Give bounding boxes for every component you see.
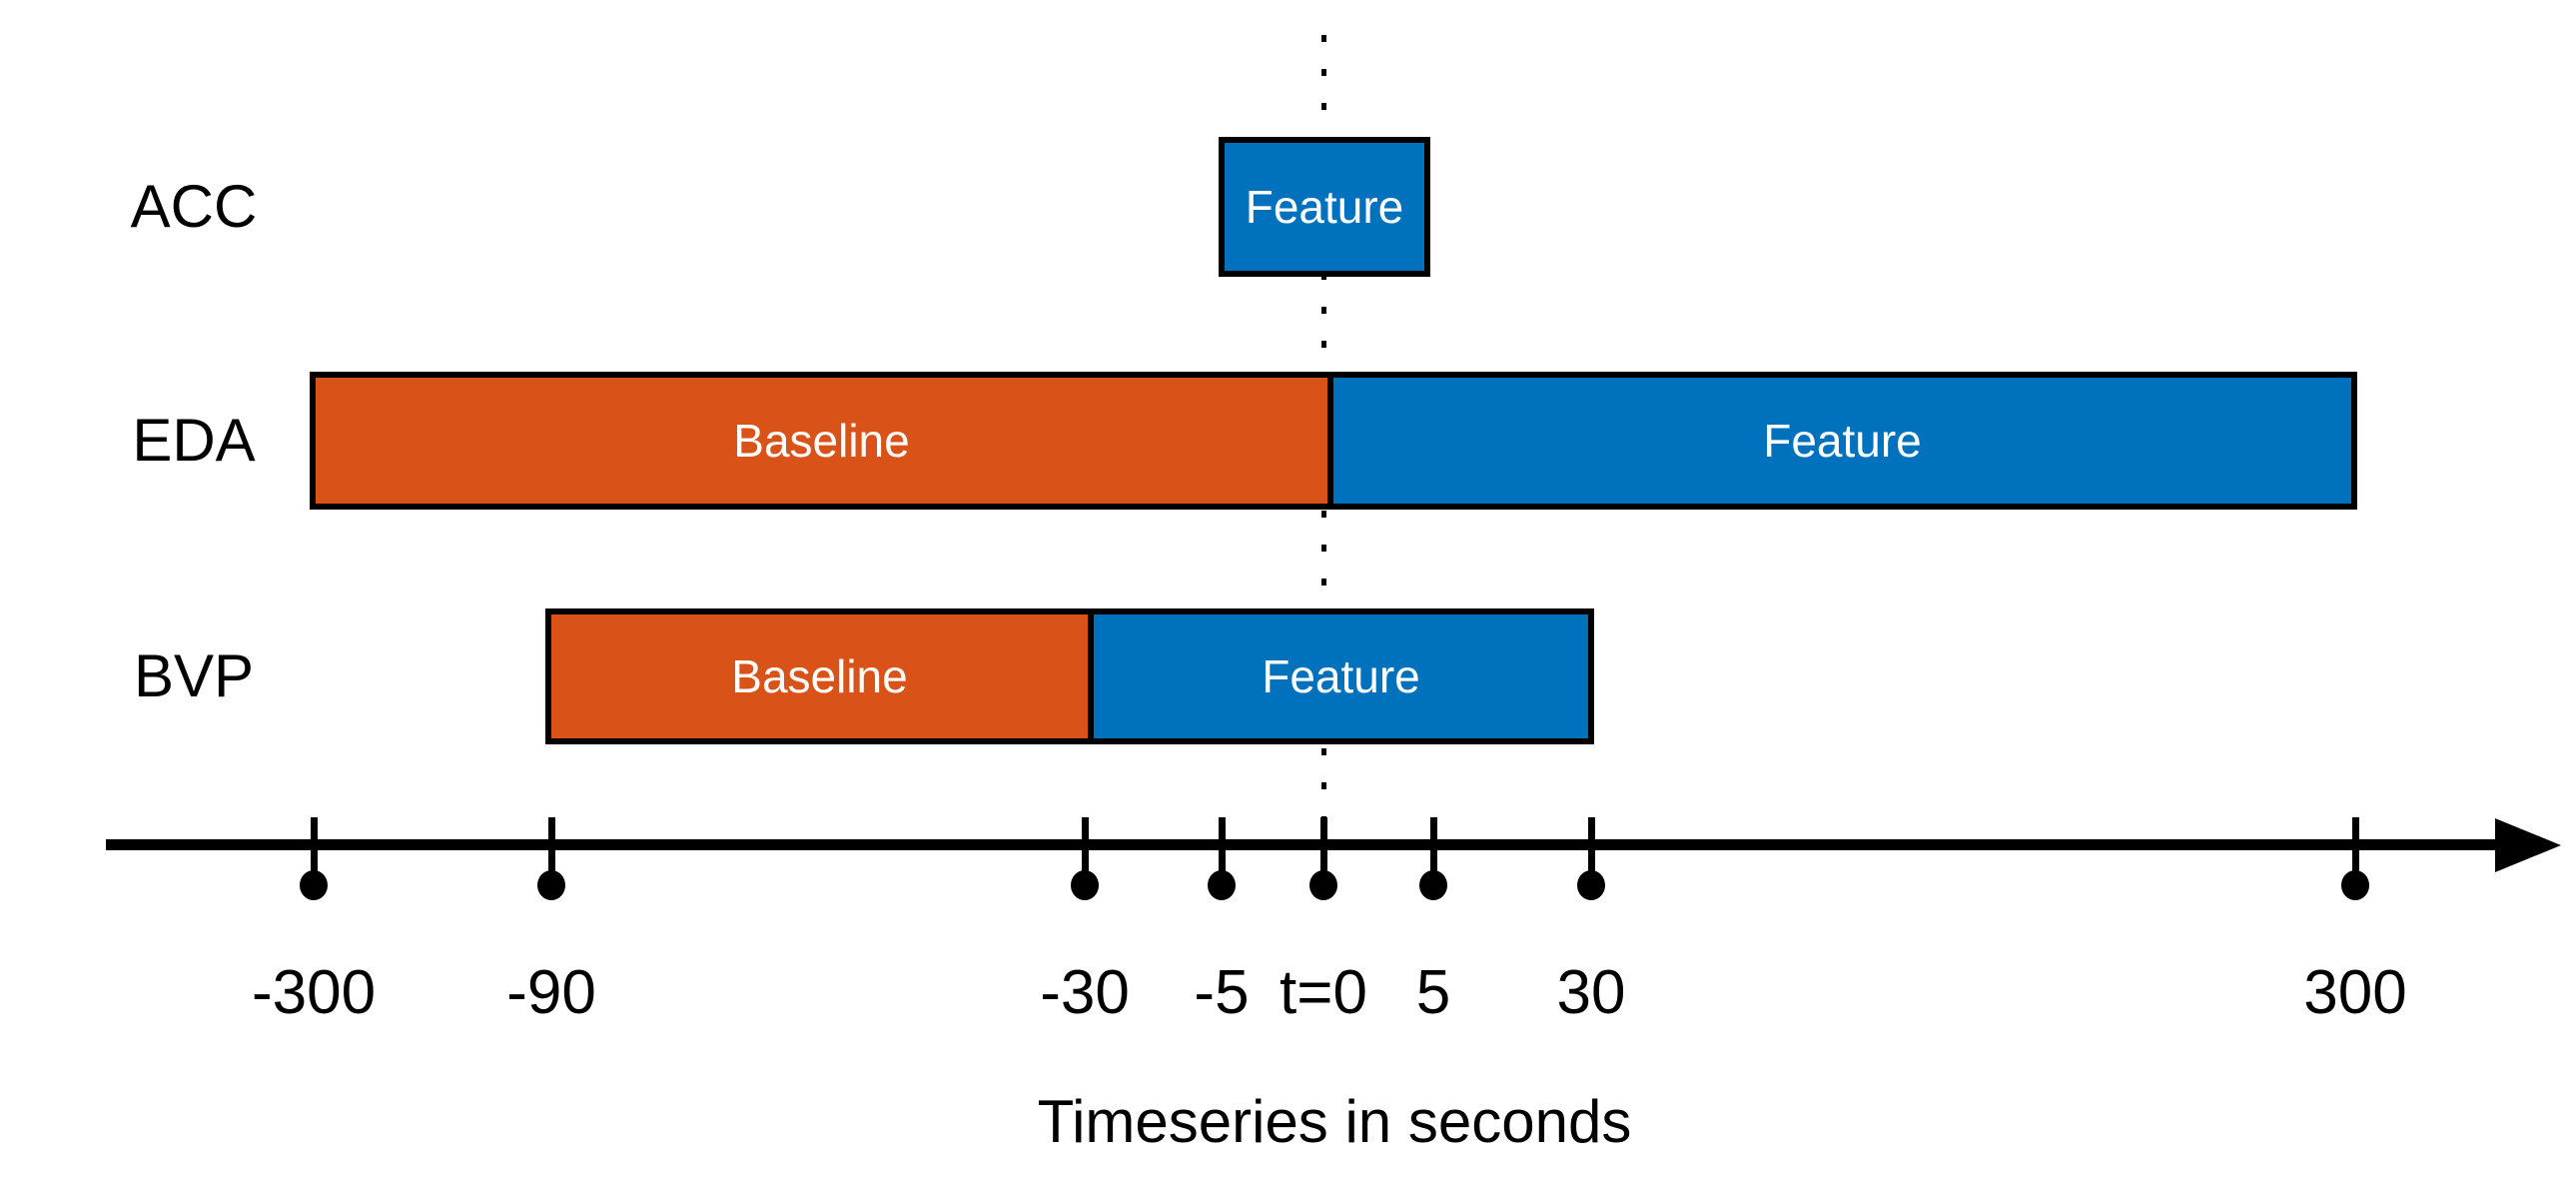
bvp-baseline-bar-label: Baseline	[731, 650, 908, 702]
tick-label-minus90: -90	[506, 958, 596, 1027]
row-label-eda: EDA	[132, 407, 256, 474]
axis-title: Timeseries in seconds	[1037, 1088, 1632, 1155]
acc-feature-bar: Feature	[1219, 137, 1430, 277]
bvp-feature-bar: Feature	[1088, 608, 1594, 744]
time-axis-line	[106, 839, 2503, 850]
time-axis-arrowhead-icon	[2495, 818, 2561, 872]
tick-dot-plus300	[2341, 870, 2369, 900]
eda-feature-bar-label: Feature	[1763, 415, 1922, 467]
tick-label-plus30: 30	[1556, 958, 1626, 1027]
tick-label-minus300: -300	[251, 958, 377, 1027]
tick-dot-minus30	[1071, 870, 1099, 900]
eda-baseline-bar: Baseline	[310, 372, 1333, 510]
bvp-baseline-bar: Baseline	[545, 608, 1094, 744]
tick-label-t0: t=0	[1280, 958, 1367, 1027]
tick-mark-plus5	[1430, 817, 1437, 885]
bvp-feature-bar-label: Feature	[1262, 650, 1420, 702]
tick-dot-minus5	[1208, 870, 1236, 900]
acc-feature-bar-label: Feature	[1245, 181, 1404, 233]
row-label-acc: ACC	[130, 173, 258, 240]
tick-label-plus300: 300	[2303, 958, 2407, 1027]
eda-feature-bar: Feature	[1327, 372, 2357, 510]
tick-dot-minus90	[537, 870, 565, 900]
tick-mark-plus30	[1588, 817, 1595, 885]
tick-mark-minus300	[311, 817, 318, 885]
tick-mark-minus30	[1082, 817, 1089, 885]
row-label-bvp: BVP	[133, 642, 255, 709]
tick-dot-plus30	[1577, 870, 1605, 900]
tick-mark-t0	[1320, 817, 1327, 885]
tick-mark-plus300	[2352, 817, 2359, 885]
tick-dot-minus300	[300, 870, 328, 900]
tick-mark-minus90	[548, 817, 555, 885]
tick-label-minus30: -30	[1040, 958, 1130, 1027]
tick-label-plus5: 5	[1415, 958, 1451, 1027]
eda-baseline-bar-label: Baseline	[733, 415, 910, 467]
tick-dot-t0	[1309, 870, 1337, 900]
tick-mark-minus5	[1219, 817, 1226, 885]
tick-dot-plus5	[1419, 870, 1447, 900]
tick-label-minus5: -5	[1194, 958, 1250, 1027]
